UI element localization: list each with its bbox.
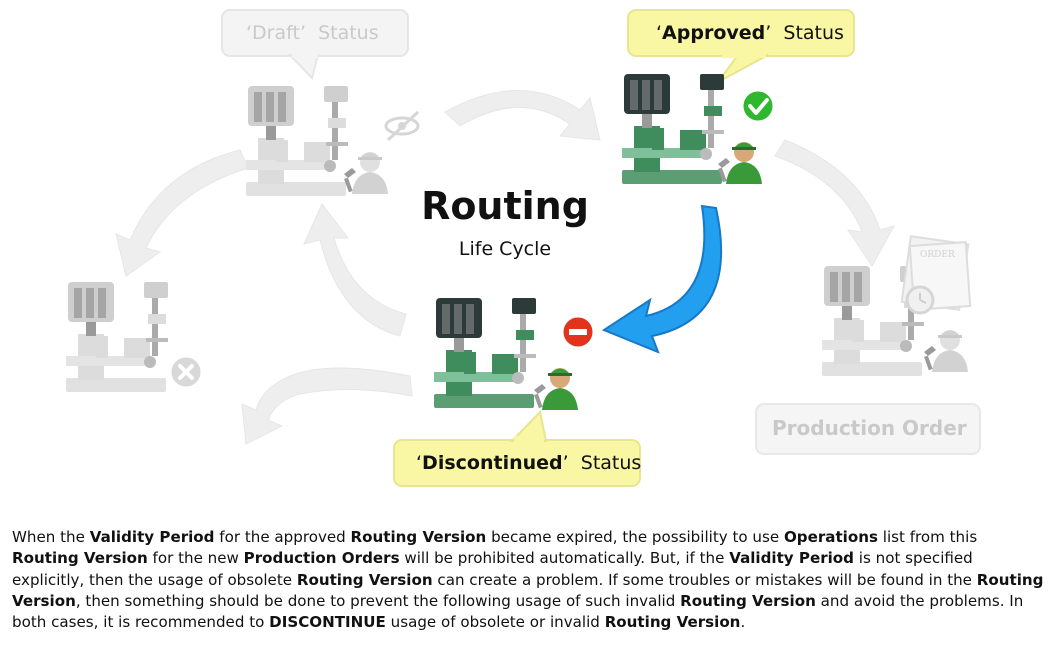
machine-icon xyxy=(246,86,348,196)
order-sheet-text: ORDER xyxy=(920,250,955,260)
worker-icon xyxy=(718,142,762,184)
machine-icon xyxy=(434,298,536,408)
routing-lifecycle-diagram xyxy=(66,9,981,487)
minus-badge-icon xyxy=(560,314,596,350)
approved-status-label: ‘Approved’ Status xyxy=(656,22,844,44)
active-arrow xyxy=(601,204,723,354)
worker-icon xyxy=(534,368,578,410)
clock-icon xyxy=(905,285,935,315)
discontinued-status-label: ‘Discontinued’ Status xyxy=(416,452,642,474)
description-paragraph: When the Validity Period for the approve… xyxy=(12,528,1044,632)
draft-status-label: ‘Draft’ Status xyxy=(246,22,379,44)
production-order-label: Production Order xyxy=(772,416,967,440)
discontinued-callout xyxy=(393,409,641,487)
machine-icon xyxy=(622,74,724,184)
no-eye-icon xyxy=(384,110,420,142)
cycle-arrows xyxy=(115,90,896,445)
worker-icon xyxy=(924,330,968,372)
cross-badge-icon xyxy=(168,354,204,390)
machine-icon xyxy=(66,282,168,392)
check-badge-icon xyxy=(740,88,776,124)
diagram-subtitle: Life Cycle xyxy=(458,238,552,260)
worker-icon xyxy=(344,152,388,194)
draft-callout xyxy=(221,9,409,80)
production-order-callout xyxy=(755,403,981,455)
approved-callout xyxy=(627,9,855,83)
diagram-title: Routing xyxy=(421,184,589,228)
